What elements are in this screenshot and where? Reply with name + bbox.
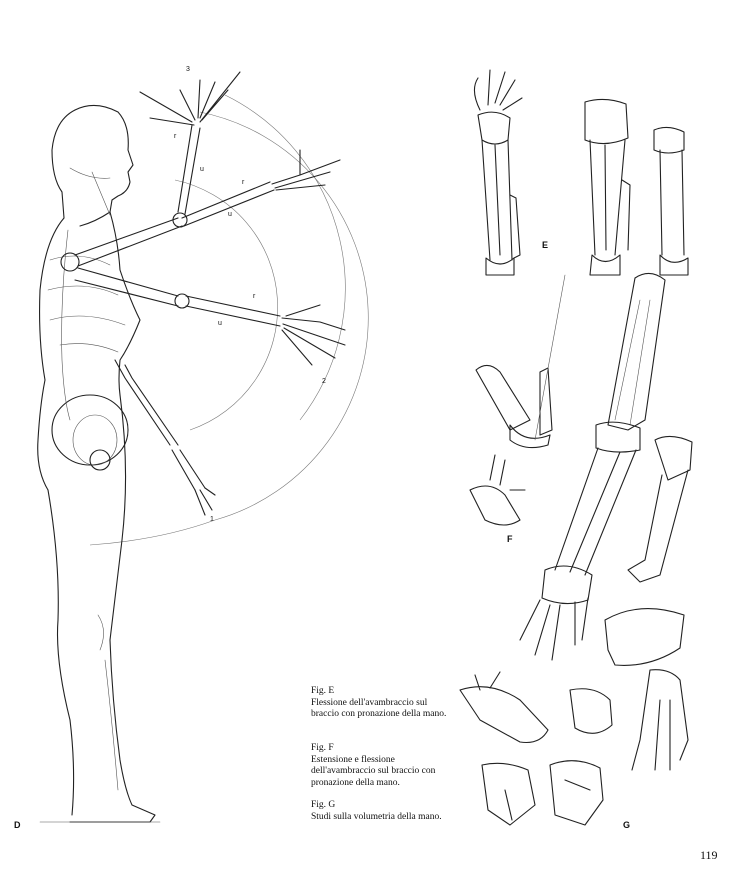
g-hand-open (459, 671, 549, 744)
bone-label-u-mid: u (228, 211, 232, 218)
caption-fig-e-title: Fig. E (311, 686, 335, 696)
caption-fig-e-text: Flessione dell'avambraccio sul braccio c… (311, 697, 447, 720)
arm-2-humerus (74, 267, 179, 307)
front-leg-outline (69, 394, 156, 823)
arm-2-hand (281, 304, 346, 366)
bone-label-u-lower: u (218, 320, 222, 327)
arm-position-3: 3 (186, 66, 190, 73)
e-forearm-2 (589, 139, 626, 256)
caption-fig-g-text: Studi sulla volumetria della mano. (311, 811, 442, 822)
rotation-arc-small (174, 179, 278, 431)
arm-position-2: 2 (322, 378, 326, 385)
head-outline (74, 104, 134, 227)
e-bone-side-2 (621, 179, 631, 251)
neck-muscle (91, 171, 111, 216)
pelvis-inner (72, 414, 118, 466)
arm-1-forearm (171, 449, 206, 491)
rotation-arc-base (89, 519, 216, 546)
figure-label-e: E (542, 240, 549, 250)
arm-position-1: 1 (210, 516, 214, 523)
figure-label-g: G (623, 820, 631, 830)
caption-fig-e: Fig. E Flessione dell'avambraccio sul br… (311, 686, 451, 721)
e-wrist-1 (477, 111, 511, 145)
arm-2-elbow (174, 293, 190, 309)
e-forearm-3-top (653, 126, 685, 154)
figure-d-drawing (37, 71, 369, 823)
bone-label-r-upper: r (174, 133, 177, 140)
e-forearm-1-base (485, 257, 515, 276)
arm-2-forearm (185, 295, 281, 327)
e-hand-1 (473, 69, 523, 111)
g-block-hand-1 (604, 608, 685, 666)
figure-label-f: F (507, 534, 513, 544)
front-torso-outline (109, 211, 141, 396)
hip-joint (89, 449, 111, 471)
g-elbow-block (595, 421, 641, 453)
g-hand-long (519, 597, 589, 661)
f-elbow (509, 424, 551, 449)
rib-cage (47, 255, 126, 353)
figure-label-d: D (14, 820, 21, 830)
e-forearm-1 (481, 139, 513, 261)
arm-1-humerus (114, 359, 179, 446)
rotation-arc-outer (224, 94, 346, 421)
figure-g-drawing (459, 272, 693, 826)
caption-fig-f-title: Fig. F (311, 743, 334, 753)
knee-detail (97, 614, 104, 651)
shin-detail (104, 659, 119, 791)
g-block-hand-3 (549, 760, 604, 826)
page-number: 119 (700, 848, 718, 862)
figure-e-drawing (473, 69, 689, 276)
e-forearm-3-base (659, 254, 689, 276)
bone-label-r-mid: r (242, 179, 245, 186)
g-forearm (554, 447, 637, 576)
arm-3-hand (139, 71, 241, 126)
e-forearm-3 (659, 149, 685, 256)
g-hand-down (631, 669, 689, 771)
arm-upper-forearm (181, 181, 275, 227)
shoulder-joint (60, 252, 80, 272)
e-forearm-2-top (584, 98, 629, 145)
g-block-hand-2 (481, 762, 536, 826)
caption-fig-g-title: Fig. G (311, 800, 336, 810)
f-axis-line (534, 274, 566, 441)
bone-label-u-upper: u (200, 166, 204, 173)
e-forearm-2-base (589, 254, 621, 276)
bone-label-r-lower: r (253, 293, 256, 300)
arm-3-humerus (74, 217, 183, 267)
g-wrist (541, 565, 593, 605)
f-humerus (475, 364, 531, 431)
rotation-arc-large (199, 111, 369, 521)
caption-fig-f-text: Estensione e flessione dell'avambraccio … (311, 754, 436, 788)
arm-3-elbow (172, 212, 188, 228)
g-side-forearm (627, 435, 693, 583)
pelvis-outline (51, 394, 129, 466)
g-humerus-shading (614, 299, 651, 426)
arm-upper-hand (271, 149, 341, 191)
back-leg-outline (47, 489, 75, 816)
f-hand-small (469, 454, 526, 526)
g-hand-fist (569, 688, 613, 734)
caption-fig-g: Fig. G Studi sulla volumetria della mano… (311, 800, 451, 823)
spine-line (61, 229, 71, 421)
e-bone-side (509, 194, 521, 259)
skull-back (51, 109, 76, 219)
arm-1-hand (194, 487, 216, 516)
caption-fig-f: Fig. F Estensione e flessione dell'avamb… (311, 743, 451, 789)
arm-3-forearm (177, 124, 201, 215)
figure-f-drawing (469, 274, 566, 526)
g-humerus (607, 272, 666, 431)
jaw-line (69, 167, 111, 179)
back-outline (37, 217, 65, 491)
